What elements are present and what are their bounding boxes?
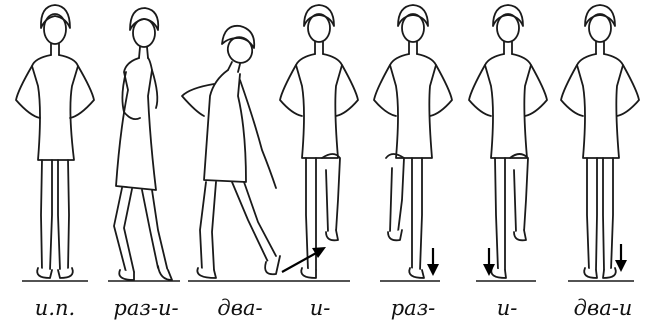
step-label: раз-и- (113, 296, 178, 320)
step-label: два-и (574, 296, 633, 320)
step-label: и.п. (35, 296, 75, 320)
diagonal-arrow-icon (282, 247, 326, 272)
figure-step-1 (114, 8, 172, 280)
step-label: два- (217, 296, 262, 320)
down-arrow-icon (427, 248, 439, 276)
figure-step-3 (280, 5, 358, 278)
step-label: раз- (391, 296, 436, 320)
figure-step-2 (182, 26, 280, 278)
figure-start-position (16, 5, 94, 278)
figure-step-6 (561, 5, 639, 278)
down-arrow-icon (615, 244, 627, 272)
figure-step-5 (469, 5, 547, 278)
step-label: и- (310, 296, 331, 320)
step-label: и- (497, 296, 518, 320)
figure-step-4 (374, 5, 452, 278)
